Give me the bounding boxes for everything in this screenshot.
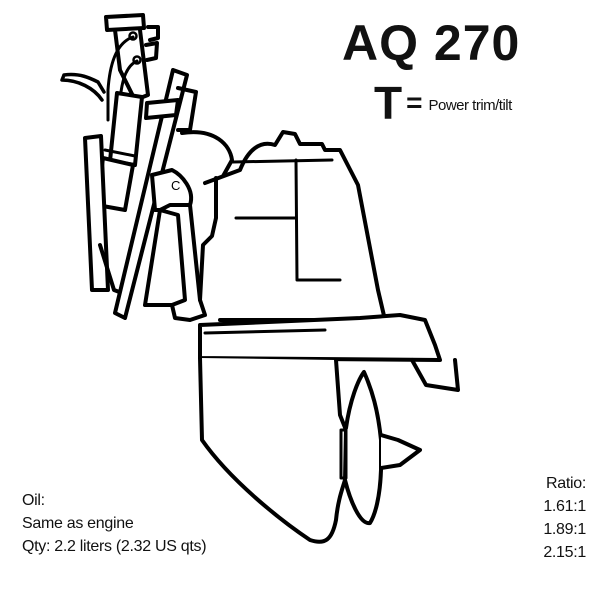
upper-gear-housing: [180, 130, 234, 187]
legend-letter: T: [374, 77, 403, 129]
ratio-label: Ratio:: [546, 475, 586, 492]
gear-ratio-spec: Ratio: 1.61:1 1.89:1 2.15:1: [543, 472, 586, 564]
legend-description: Power trim/tilt: [428, 96, 512, 114]
propeller-hub: [379, 433, 422, 470]
trim-cylinder-cap: [104, 13, 146, 32]
lower-gear-housing: [198, 356, 348, 544]
trim-legend: T = Power trim/tilt: [374, 80, 512, 126]
model-title: AQ 270: [342, 15, 521, 71]
ratio-value: 2.15:1: [543, 544, 586, 561]
propeller: [343, 370, 383, 525]
oil-spec: Oil: Same as engine Qty: 2.2 liters (2.3…: [22, 489, 207, 558]
trim-tab: [410, 358, 460, 392]
oil-label: Oil:: [22, 492, 45, 509]
legend-equals: =: [406, 87, 423, 118]
ratio-value: 1.89:1: [543, 521, 586, 538]
cavitation-plate: [198, 313, 442, 362]
trim-rod: [113, 68, 189, 320]
oil-type: Same as engine: [22, 515, 134, 532]
oil-quantity: Qty: 2.2 liters (2.32 US qts): [22, 538, 207, 555]
ratio-value: 1.61:1: [543, 498, 586, 515]
upper-housing: [203, 130, 387, 322]
callout-c: C: [171, 178, 180, 193]
